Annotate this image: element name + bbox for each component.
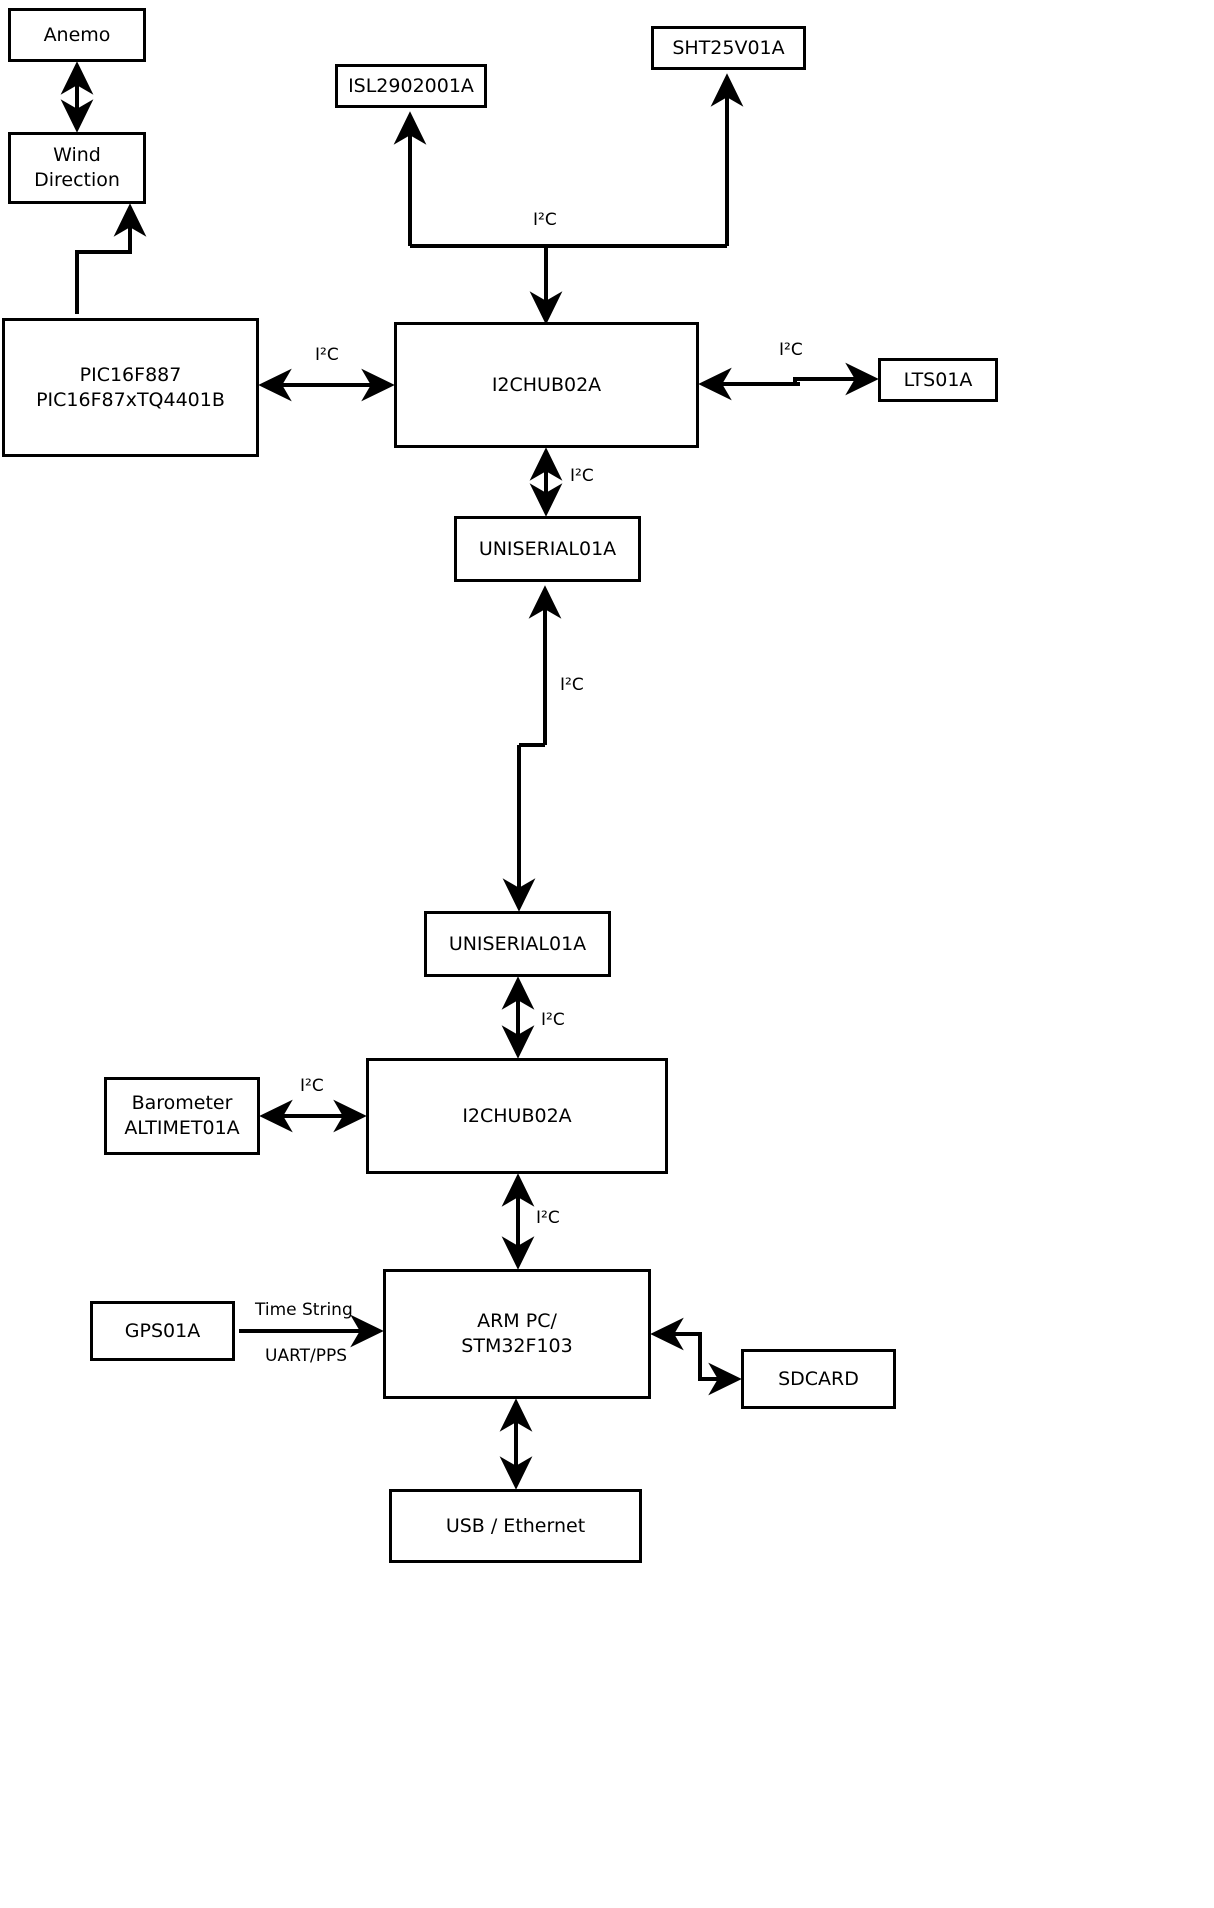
node-i2chub02a-bottom[interactable]: I2CHUB02A	[366, 1058, 668, 1174]
edge-label-time-string: Time String	[255, 1300, 353, 1320]
node-label: Anemo	[43, 23, 111, 46]
node-label: Wind Direction	[34, 144, 120, 191]
edge-label-i2c-pic-hub: I²C	[315, 345, 339, 365]
edge-label-i2c-barometer-hub: I²C	[300, 1076, 324, 1096]
node-label: I2CHUB02A	[462, 1104, 572, 1127]
connector-unitop-unibot	[502, 585, 562, 912]
node-label: UNISERIAL01A	[478, 537, 617, 560]
node-uniserial01a-top[interactable]: UNISERIAL01A	[454, 516, 641, 582]
node-sdcard[interactable]: SDCARD	[741, 1349, 896, 1409]
edge-label-i2c-bus-top: I²C	[533, 210, 557, 230]
node-sht25v01a[interactable]: SHT25V01A	[651, 26, 806, 70]
node-isl2902001a[interactable]: ISL2902001A	[335, 64, 487, 108]
node-lts01a[interactable]: LTS01A	[878, 358, 998, 402]
node-usb-ethernet[interactable]: USB / Ethernet	[389, 1489, 642, 1563]
node-label: Barometer ALTIMET01A	[124, 1092, 240, 1139]
node-label: GPS01A	[124, 1319, 201, 1342]
node-pic16f887[interactable]: PIC16F887 PIC16F87xTQ4401B	[2, 318, 259, 457]
node-gps01a[interactable]: GPS01A	[90, 1301, 235, 1361]
node-label: PIC16F887 PIC16F87xTQ4401B	[36, 363, 225, 411]
node-label: SDCARD	[778, 1367, 859, 1390]
edge-label-i2c-uniserial-uniserial: I²C	[560, 675, 584, 695]
connector-pic-winddirection	[75, 203, 147, 314]
edge-label-uart-pps: UART/PPS	[265, 1346, 348, 1366]
edge-label-i2c-uniserial-hub: I²C	[541, 1010, 565, 1030]
connector-arm-sdcard	[650, 1317, 742, 1396]
node-label: UNISERIAL01A	[448, 932, 587, 955]
edge-label-i2c-hub-arm: I²C	[536, 1208, 560, 1228]
node-label: USB / Ethernet	[445, 1514, 586, 1537]
connector-hub-lts	[698, 362, 879, 401]
node-anemo[interactable]: Anemo	[8, 8, 146, 62]
connector-i2c-bus-top	[393, 73, 744, 325]
node-label: LTS01A	[903, 368, 973, 391]
node-arm-pc-stm32f103[interactable]: ARM PC/ STM32F103	[383, 1269, 651, 1399]
node-label: SHT25V01A	[672, 36, 785, 59]
node-uniserial01a-bottom[interactable]: UNISERIAL01A	[424, 911, 611, 977]
node-label: ISL2902001A	[348, 74, 474, 97]
node-wind-direction[interactable]: Wind Direction	[8, 132, 146, 204]
node-i2chub02a-top[interactable]: I2CHUB02A	[394, 322, 699, 448]
edge-label-i2c-hub-lts: I²C	[779, 340, 803, 360]
node-label: ARM PC/ STM32F103	[461, 1310, 573, 1357]
node-label: I2CHUB02A	[491, 373, 602, 396]
edge-label-i2c-hub-uniserial: I²C	[570, 466, 594, 486]
node-barometer-altimet01a[interactable]: Barometer ALTIMET01A	[104, 1077, 260, 1155]
